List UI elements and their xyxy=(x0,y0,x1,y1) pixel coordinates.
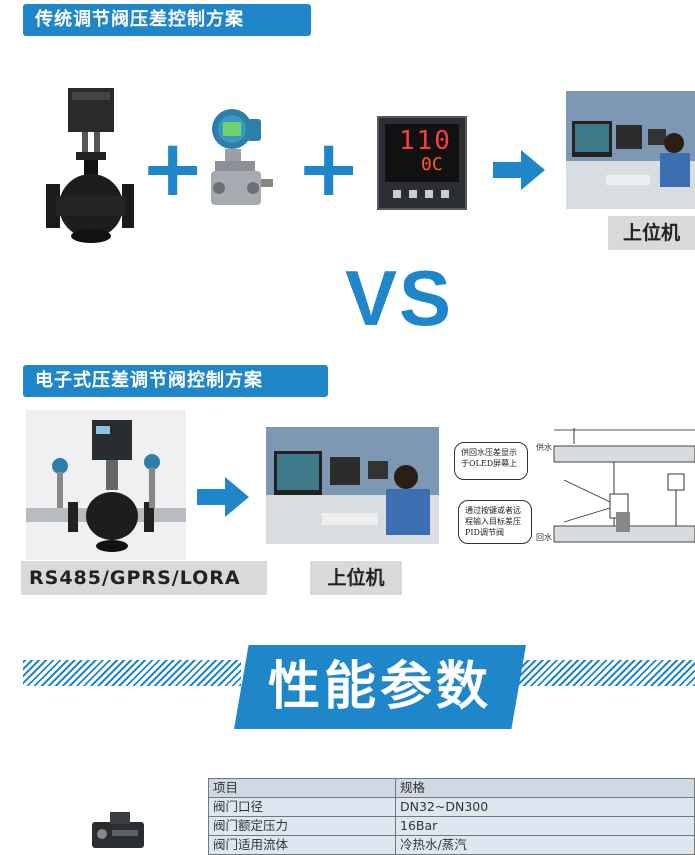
spec-cell-value: DN32~DN300 xyxy=(395,797,695,817)
spec-cell-item: 阀门口径 xyxy=(208,797,396,817)
performance-params-title: 性能参数 xyxy=(234,645,526,729)
table-row: 阀门适用流体 冷热水/蒸汽 xyxy=(208,835,695,855)
electronic-valve-photo xyxy=(26,410,186,560)
hatch-decoration-right xyxy=(518,660,695,686)
spec-table: 项目 规格 阀门口径 DN32~DN300 阀门额定压力 16Bar 阀门适用流… xyxy=(208,778,695,855)
traditional-valve-image xyxy=(46,88,134,243)
digital-controller-image: 110 0C xyxy=(377,116,467,210)
diagram-label-return: 回水 xyxy=(536,533,552,542)
spec-cell-value: 16Bar xyxy=(395,816,695,836)
vs-label: VS xyxy=(345,254,454,342)
spec-cell-item: 阀门额定压力 xyxy=(208,816,396,836)
plus-sign-1: + xyxy=(140,124,206,214)
host-computer-label-1: 上位机 xyxy=(608,216,695,250)
electronic-scheme-banner: 电子式压差调节阀控制方案 xyxy=(23,365,328,397)
diagram-label-supply: 供水 xyxy=(536,443,552,452)
spec-cell-item: 阀门适用流体 xyxy=(208,835,396,855)
pressure-transmitter-image xyxy=(211,109,273,205)
system-schematic-diagram: 供回水压差显示于OLED屏幕上 通过按键或者远程输入目标差压PID调节阀 供水 … xyxy=(454,416,695,576)
host-computer-label-2: 上位机 xyxy=(310,561,402,595)
controller-display-top: 110 xyxy=(399,126,452,156)
protocol-label: RS485/GPRS/LORA xyxy=(21,561,267,595)
diagram-note-adjust: 通过按键或者远程输入目标差压PID调节阀 xyxy=(458,500,532,544)
spec-cell-value: 冷热水/蒸汽 xyxy=(395,835,695,855)
hatch-decoration-left xyxy=(23,660,241,686)
host-computer-photo-2 xyxy=(266,427,439,544)
device-thumbnail-image xyxy=(92,812,144,848)
traditional-scheme-banner: 传统调节阀压差控制方案 xyxy=(23,4,311,36)
table-row: 阀门额定压力 16Bar xyxy=(208,816,695,836)
spec-header-item: 项目 xyxy=(208,778,396,798)
plus-sign-2: + xyxy=(296,124,362,214)
host-computer-photo-1 xyxy=(566,91,695,209)
spec-table-header: 项目 规格 xyxy=(208,778,695,798)
controller-display-bottom: 0C xyxy=(421,154,443,175)
spec-header-value: 规格 xyxy=(395,778,695,798)
table-row: 阀门口径 DN32~DN300 xyxy=(208,797,695,817)
arrow-right-icon xyxy=(493,150,545,190)
arrow-right-icon-2 xyxy=(197,477,249,517)
diagram-note-display: 供回水压差显示于OLED屏幕上 xyxy=(454,442,528,480)
